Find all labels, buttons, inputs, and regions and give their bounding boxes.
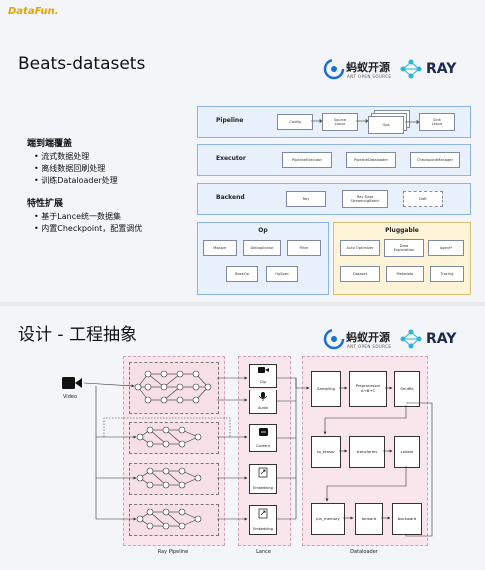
lance-embedding-card-1: Embedding	[249, 464, 277, 494]
op-panel: Op	[197, 222, 329, 295]
ray-logo-icon	[400, 329, 422, 349]
opspec-box: OpSpec	[266, 266, 298, 282]
checkpoint-manager-box: CheckpointManager	[410, 152, 460, 168]
bullet-item: • 训练Dataloader处理	[34, 176, 118, 185]
ant-logo-icon	[323, 328, 345, 350]
video-label: Video	[63, 394, 78, 400]
pipeline-dataloader-box: PipelineDataloader	[346, 152, 396, 168]
ray-data-box: Ray Data StreamingBatch	[342, 190, 388, 208]
forward-box: forward	[355, 503, 383, 535]
sub-pipeline-3	[129, 463, 219, 495]
connectors	[83, 376, 433, 537]
engineering-flow-diagram	[83, 367, 433, 537]
content-doc-icon	[259, 428, 268, 436]
backend-layer-label: Backend	[216, 194, 245, 201]
audio-label: Audio	[258, 406, 268, 410]
ray-logo-text: RAY	[426, 61, 457, 77]
pluggable-panel-title: Pluggable	[385, 227, 419, 234]
source-lance-box: Source Lance	[322, 113, 358, 131]
slide-title: Beats-datasets	[18, 54, 146, 74]
ray-logo-icon	[400, 59, 422, 79]
sampling-box: Sampling	[311, 371, 341, 407]
metadata-box: Metadata	[386, 266, 424, 282]
ant-logo-text: 蚂蚁开源	[346, 61, 390, 74]
executor-layer-label: Executor	[216, 155, 246, 162]
op-panel-title: Op	[258, 227, 268, 234]
pluggable-panel: Pluggable	[333, 222, 471, 295]
sub-pipeline-2	[129, 422, 219, 454]
backward-box: backward	[392, 503, 422, 535]
bullet-item: • 内置Checkpoint，配置调优	[34, 224, 143, 233]
pipeline-executor-box: PipelineExecutor	[282, 152, 332, 168]
ant-logo-text: 蚂蚁开源	[346, 331, 390, 344]
video-camera-icon	[62, 377, 82, 389]
pipeline-layer-label: Pipeline	[216, 117, 244, 124]
baseop-box: BaseOp	[226, 266, 258, 282]
auto-optimizer-box: Auto Optimizer	[340, 240, 380, 256]
ant-logo-subtitle: ANT OPEN SOURCE	[347, 344, 392, 349]
lance-label: Lance	[256, 549, 271, 555]
deduplicator-box: Deduplicator	[243, 240, 281, 256]
sub-pipeline-1	[129, 362, 219, 414]
transforms-box: transforms	[349, 436, 385, 468]
audio-mic-icon	[258, 392, 268, 401]
embedding-label: Embedding	[253, 486, 273, 490]
datafun-logo: DataFun.	[8, 6, 59, 17]
embedding-icon-1	[258, 467, 268, 478]
sink-lance-box: Sink Lance	[419, 113, 455, 131]
dataset-box: Dataset	[340, 266, 380, 282]
ops-box: Ops	[368, 116, 404, 134]
ray-logo-text: RAY	[426, 331, 457, 347]
data-exploration-box: Data Exploration	[384, 239, 424, 257]
ant-logo-icon	[323, 58, 345, 80]
collate-box: collate	[394, 436, 420, 468]
ray-pipeline-label: Ray Pipeline	[157, 549, 189, 555]
slide-engineering-abstraction: 设计 - 工程抽象 蚂蚁开源 ANT OPEN SOURCE RAY Ray P…	[0, 306, 485, 570]
shuffle-box: Shuffle	[394, 371, 420, 407]
to-tensor-box: to_tensor	[311, 436, 341, 468]
embedding-label: Embedding	[253, 527, 273, 531]
lance-embedding-card-2: Embedding	[249, 505, 277, 535]
dataloader-label: Dataloader	[350, 549, 378, 555]
config-box: Config	[277, 114, 313, 130]
bullet-item: • 流式数据处理	[34, 152, 90, 161]
pin-memory-box: pin_memory	[311, 503, 345, 535]
daft-box: Daft	[403, 191, 443, 207]
tracing-box: Tracing	[430, 266, 464, 282]
section-heading-extensions: 特性扩展	[27, 199, 64, 209]
content-label: Content	[256, 444, 270, 448]
preprocessor-box: Preprocessor A→B→C	[349, 371, 387, 407]
filter-box: Filter	[287, 240, 321, 256]
bullet-item: • 基于Lance统一数据集	[34, 212, 122, 221]
sub-pipeline-4	[129, 504, 219, 536]
section-heading-end-to-end: 端到端覆盖	[27, 139, 73, 149]
ant-logo-subtitle: ANT OPEN SOURCE	[347, 74, 392, 79]
slide-beats-datasets: DataFun. Beats-datasets 蚂蚁开源 ANT OPEN SO…	[0, 0, 485, 302]
mapper-box: Mapper	[203, 240, 237, 256]
bullet-item: • 离线数据回刷处理	[34, 164, 106, 173]
clip-label: Clip	[259, 380, 267, 384]
embedding-icon-2	[258, 508, 268, 519]
ray-box: Ray	[286, 191, 326, 207]
slide-title: 设计 - 工程抽象	[18, 325, 137, 345]
pipeline-arrows	[311, 118, 420, 125]
clip-camera-icon	[258, 367, 269, 373]
agent-box: Agent*	[428, 240, 464, 256]
